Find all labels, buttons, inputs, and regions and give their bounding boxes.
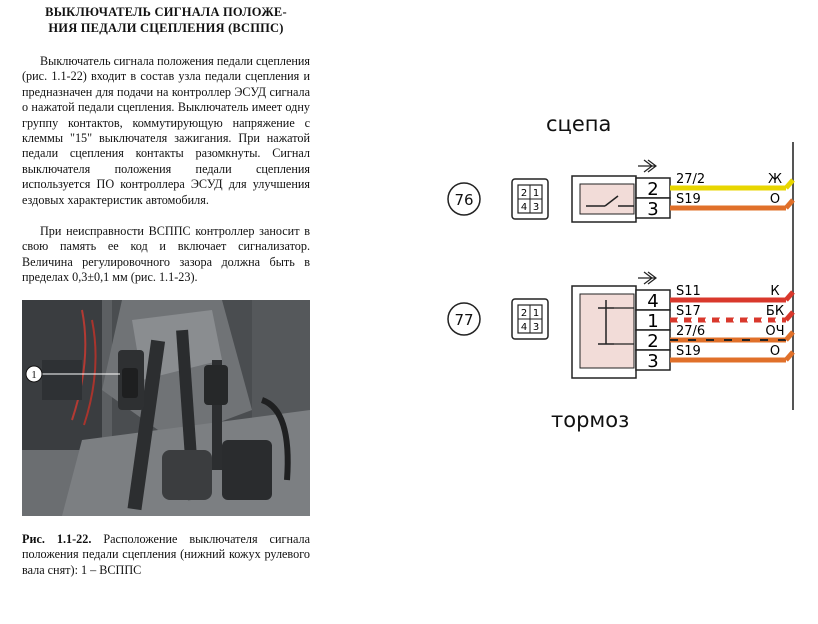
c76-pin-c: 4 xyxy=(521,202,527,213)
caption-text: Расположение выключателя сигнала положен… xyxy=(22,532,310,577)
c77-pin-b: 1 xyxy=(533,308,539,319)
c77-switch-pin-2: 2 xyxy=(647,331,658,352)
c77-switch-pin-3: 3 xyxy=(647,351,658,372)
c77-switch-pin-1: 1 xyxy=(647,311,658,332)
c76-pin-a: 2 xyxy=(521,188,527,199)
section-heading: ВЫКЛЮЧАТЕЛЬ СИГНАЛА ПОЛОЖЕ- НИЯ ПЕДАЛИ С… xyxy=(22,4,310,36)
c76-wire-color-1: Ж xyxy=(768,172,782,187)
c76-wire-circuit-2: S19 xyxy=(676,192,701,207)
pedal-assembly-photo: 1 xyxy=(22,300,310,516)
c77-wire-circuit-2: S17 xyxy=(676,304,701,319)
c76-switch-pin-3: 3 xyxy=(647,199,658,220)
connector-77-id: 77 xyxy=(454,311,473,329)
figure-caption: Рис. 1.1-22. Расположение выключателя си… xyxy=(22,532,310,578)
c77-pin-a: 2 xyxy=(521,308,527,319)
c76-switch-pin-2: 2 xyxy=(647,179,658,200)
c77-wire-color-2: БК xyxy=(766,304,784,319)
heading-line-1: ВЫКЛЮЧАТЕЛЬ СИГНАЛА ПОЛОЖЕ- xyxy=(45,5,287,19)
connector-76-id: 76 xyxy=(454,191,473,209)
c77-wire-color-1: К xyxy=(770,284,779,299)
clutch-label: сцепа xyxy=(546,112,612,136)
c77-switch-pin-4: 4 xyxy=(647,291,658,312)
photo-callout-number: 1 xyxy=(31,369,37,381)
c76-wire-color-2: О xyxy=(770,192,780,207)
connector-77: 77 2 1 4 3 4 1 2 3 xyxy=(447,271,795,379)
photo-illustration: 1 xyxy=(22,300,310,516)
caption-figure-number: Рис. 1.1-22. xyxy=(22,532,92,546)
c77-wire-color-4: О xyxy=(770,344,780,359)
c76-wire-circuit-1: 27/2 xyxy=(676,172,705,187)
c77-wire-circuit-1: S11 xyxy=(676,284,701,299)
c77-wire-color-3: ОЧ xyxy=(765,324,784,339)
wiring-diagram: 76 2 1 4 3 2 3 27/2 S19 Ж О 77 xyxy=(447,142,795,410)
c77-pin-c: 4 xyxy=(521,322,527,333)
paragraph-2: При неисправности ВСППС контроллер занос… xyxy=(22,224,310,285)
connector-76: 76 2 1 4 3 2 3 27/2 S19 Ж О xyxy=(447,159,795,223)
c76-pin-d: 3 xyxy=(533,202,539,213)
c77-pin-d: 3 xyxy=(533,322,539,333)
paragraph-1: Выключатель сигнала положения педали сце… xyxy=(22,54,310,207)
c76-pin-b: 1 xyxy=(533,188,539,199)
heading-line-2: НИЯ ПЕДАЛИ СЦЕПЛЕНИЯ (ВСППС) xyxy=(48,21,284,35)
brake-label: тормоз xyxy=(551,408,630,432)
c77-wire-circuit-4: S19 xyxy=(676,344,701,359)
c77-wire-circuit-3: 27/6 xyxy=(676,324,705,339)
